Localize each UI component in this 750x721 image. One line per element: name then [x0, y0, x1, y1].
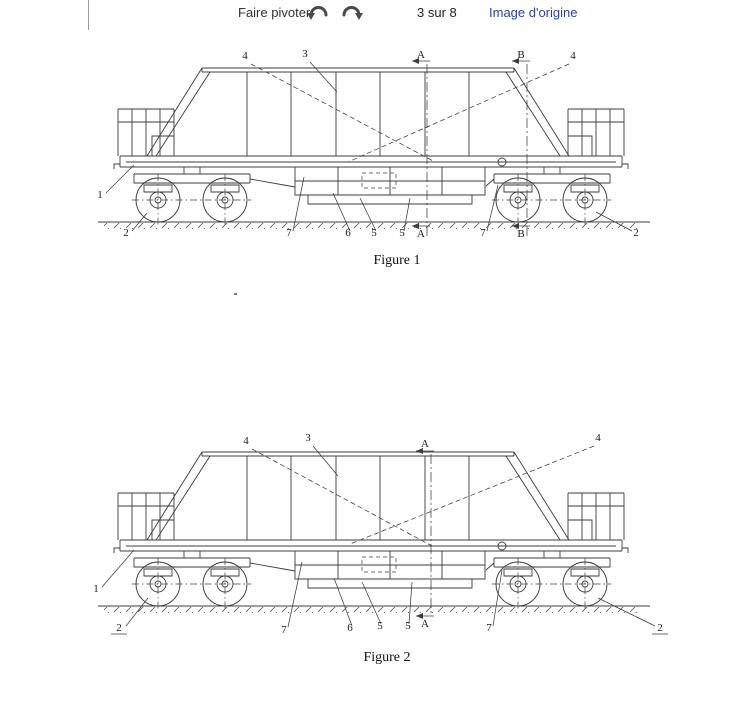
figure1-drawing: 1 2 2 3 4 4 5 5 6 7 7 A A B B [97, 48, 651, 240]
wagon-side-view [97, 451, 651, 614]
figure1-leader-lines [105, 58, 633, 238]
figure1-callout-5-a: 5 [371, 227, 377, 239]
figure1-section-a-bottom: A [417, 228, 425, 240]
figure1-caption: Figure 1 [373, 253, 421, 268]
figure2-caption: Figure 2 [363, 650, 411, 665]
page-indicator: 3 sur 8 [417, 5, 457, 20]
figure2-callout-5-b: 5 [405, 620, 411, 632]
figure1-callout-1: 1 [97, 189, 103, 201]
figure1-callout-5-b: 5 [399, 227, 405, 239]
figure1-callout-3: 3 [302, 48, 308, 60]
wagon-side-view [97, 67, 651, 230]
figure1-callout-7-right: 7 [480, 227, 486, 239]
figure2-callout-3: 3 [305, 432, 311, 444]
figure2-drawing: 1 2 2 3 4 4 5 5 6 7 7 A A [93, 432, 668, 636]
figure1-section-b-top: B [517, 49, 524, 61]
figure2-leader-lines [101, 445, 668, 635]
figure1-section-a-top: A [417, 49, 425, 61]
section-arrowheads [412, 58, 519, 229]
rotate-right-icon [342, 6, 363, 20]
original-image-link[interactable]: Image d'origine [489, 5, 578, 20]
rotate-left-button[interactable] [303, 1, 333, 23]
rotate-label: Faire pivoter [238, 5, 311, 20]
rotate-left-icon [307, 6, 328, 20]
figure2-callout-1: 1 [93, 583, 99, 595]
figure2-callout-7-right: 7 [486, 622, 492, 634]
section-arrowheads [416, 448, 423, 619]
figure1-callout-2-left: 2 [123, 227, 129, 239]
figure1-callout-2-right: 2 [633, 227, 639, 239]
figure2-callout-5-a: 5 [377, 620, 383, 632]
figure2-section-a-top: A [421, 438, 429, 450]
figure1-callout-4-left: 4 [242, 50, 248, 62]
figure2-callout-2-right: 2 [657, 622, 663, 634]
figure2-callouts: 1 2 2 3 4 4 5 5 6 7 7 A A [93, 432, 663, 636]
figure2-callout-6: 6 [347, 622, 353, 634]
figure1-callouts: 1 2 2 3 4 4 5 5 6 7 7 A A B B [97, 48, 639, 240]
figure1-callout-7-left: 7 [286, 227, 292, 239]
viewer-frame-edge [88, 0, 89, 30]
figure2-callout-7-left: 7 [281, 624, 287, 636]
figure1-section-b-bottom: B [517, 228, 524, 240]
figure2-callout-4-right: 4 [595, 432, 601, 444]
figure2-callout-2-left: 2 [116, 622, 122, 634]
figure2-callout-4-left: 4 [243, 435, 249, 447]
rotate-right-button[interactable] [337, 1, 367, 23]
figure1-callout-4-right: 4 [570, 50, 576, 62]
scan-artifact-dot [234, 293, 237, 295]
figure2-section-a-bottom: A [421, 618, 429, 630]
figure1-callout-6: 6 [345, 227, 351, 239]
